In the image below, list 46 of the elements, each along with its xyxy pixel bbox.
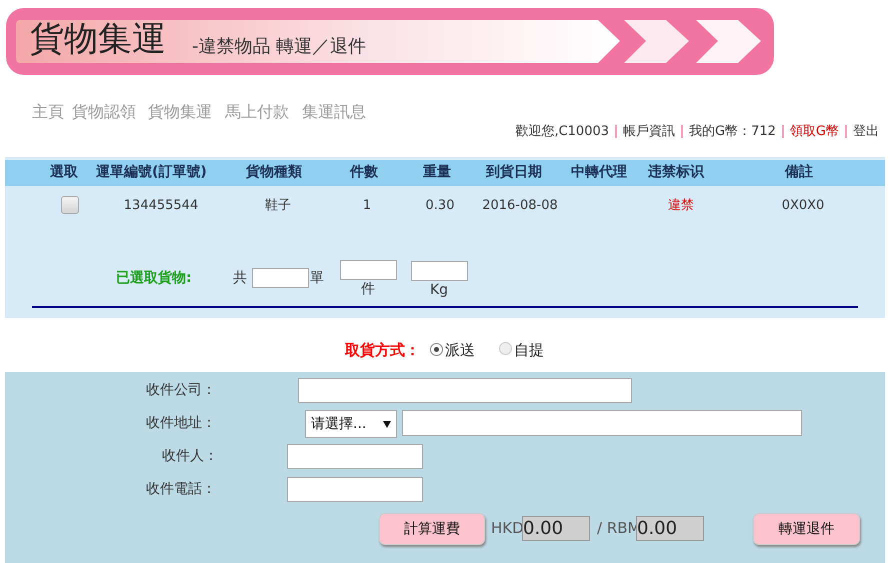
select-value: 请選擇... <box>311 414 366 434</box>
form-label: 收件人： <box>162 449 218 463</box>
form-label: 收件地址： <box>146 416 216 430</box>
total-label: 共 <box>233 271 247 285</box>
column-header: 件數 <box>350 165 378 179</box>
currency-label: HKD <box>491 521 524 536</box>
table-cell: 違禁 <box>668 199 694 212</box>
column-header: 到貨日期 <box>486 165 542 179</box>
account-link: 登出 <box>853 125 879 138</box>
selected-goods-label: 已選取貨物: <box>116 271 192 285</box>
pickup-method-label: 取貨方式： <box>345 343 420 358</box>
nav-link: 主頁 <box>32 104 64 120</box>
nav-link: 馬上付款 <box>225 104 289 120</box>
column-header: 中轉代理 <box>571 165 627 179</box>
nav-link: 貨物集運 <box>148 104 212 120</box>
column-header: 重量 <box>423 165 451 179</box>
rmb-amount-field: 0.00 <box>636 516 704 541</box>
nav-link: 集運訊息 <box>302 104 366 120</box>
unit-label: 件 <box>361 282 375 296</box>
welcome-text: 歡迎您,C10003 <box>515 125 610 138</box>
radio-label: 自提 <box>514 343 544 358</box>
form-label: 收件電話： <box>146 482 216 496</box>
column-header: 貨物種類 <box>246 165 302 179</box>
banner-subtitle: -違禁物品 轉運／退件 <box>192 38 366 56</box>
nav-link: 貨物認領 <box>72 104 136 120</box>
table-cell: 134455544 <box>124 199 198 212</box>
coin-balance: 我的G幣：712 <box>689 125 776 138</box>
page-title: 貨物集運 <box>30 22 166 56</box>
transfer-return-button: 轉運退件 <box>753 513 860 545</box>
account-link: 領取G幣 <box>790 125 839 138</box>
column-header: 備註 <box>785 165 813 179</box>
table-cell: 0.30 <box>426 199 454 212</box>
radio-label: 派送 <box>445 343 475 358</box>
calculate-fee-button: 計算運費 <box>379 513 485 545</box>
table-cell: 1 <box>362 199 372 212</box>
column-header: 運單編號(訂單號) <box>96 165 207 179</box>
unit-label: Kg <box>430 283 448 297</box>
column-header: 選取 <box>50 165 78 179</box>
account-link: 帳戶資訊 <box>623 125 676 138</box>
table-cell: 0X0X0 <box>782 199 824 212</box>
hkd-amount-field: 0.00 <box>522 516 590 541</box>
table-cell: 鞋子 <box>265 199 291 212</box>
column-header: 违禁标识 <box>648 165 704 179</box>
table-cell: 2016-08-08 <box>482 199 558 212</box>
unit-label: 單 <box>310 271 324 285</box>
form-label: 收件公司： <box>146 383 216 397</box>
